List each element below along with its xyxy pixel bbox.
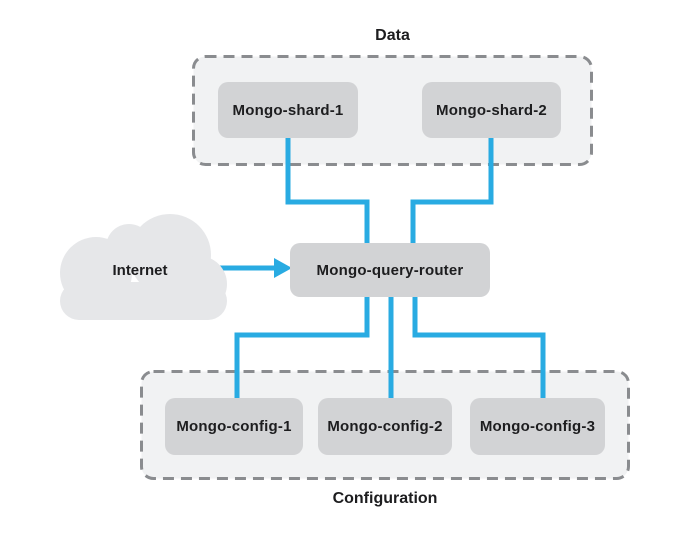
connector-shard1-router [285, 138, 370, 245]
node-mongo-config-2-label: Mongo-config-2 [327, 418, 443, 435]
node-mongo-config-3-label: Mongo-config-3 [479, 418, 596, 435]
internet-label: Internet [112, 262, 168, 279]
connector-router-config3 [412, 294, 546, 400]
node-mongo-config-1-label: Mongo-config-1 [176, 418, 292, 435]
node-mongo-config-3: Mongo-config-3 [470, 398, 605, 455]
node-mongo-query-router: Mongo-query-router [290, 243, 490, 297]
cloud-icon [60, 214, 227, 320]
node-mongo-config-2: Mongo-config-2 [318, 398, 452, 455]
node-mongo-shard-1: Mongo-shard-1 [218, 82, 358, 138]
connector-shard2-router [410, 138, 494, 245]
node-mongo-query-router-label: Mongo-query-router [316, 261, 464, 279]
connector-router-config1 [234, 294, 370, 400]
node-mongo-shard-2-label: Mongo-shard-2 [436, 101, 547, 119]
node-mongo-shard-2: Mongo-shard-2 [422, 82, 561, 138]
arrow-head-icon [274, 258, 292, 278]
configuration-group-label: Configuration [332, 490, 438, 507]
data-group-label: Data [375, 27, 410, 44]
node-mongo-shard-1-label: Mongo-shard-1 [232, 101, 344, 119]
node-mongo-config-1: Mongo-config-1 [165, 398, 303, 455]
